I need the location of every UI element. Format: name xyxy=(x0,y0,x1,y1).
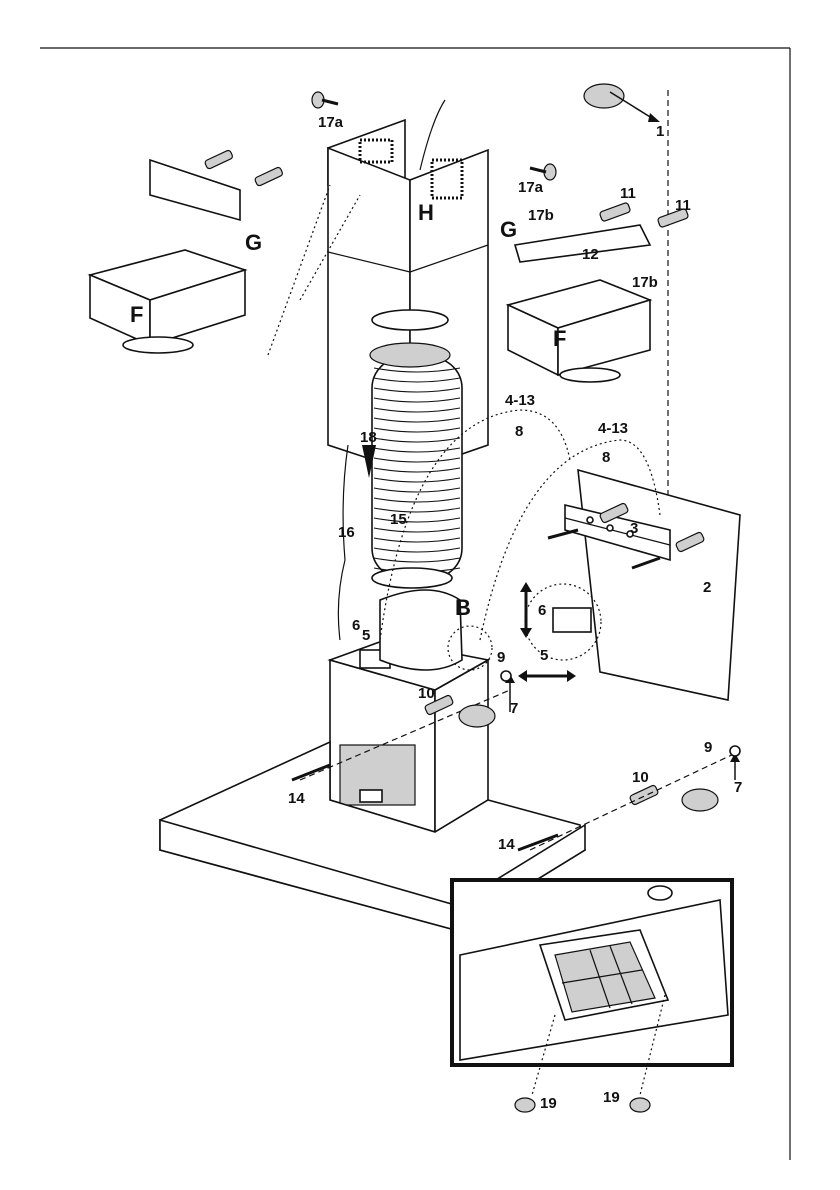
duct-rib xyxy=(373,557,461,563)
duct-rib xyxy=(373,487,461,493)
duct-rib xyxy=(373,467,461,473)
arc-4-13-left xyxy=(379,409,571,641)
label-5-right: 5 xyxy=(540,647,548,664)
label-F-right: F xyxy=(553,326,566,351)
label-17b-right: 17b xyxy=(632,274,658,291)
detail-box xyxy=(518,582,602,682)
label-6-right: 6 xyxy=(538,602,546,619)
label-F-left: F xyxy=(130,302,143,327)
duct-rib xyxy=(373,387,461,393)
duct-rib xyxy=(373,477,461,483)
duct-rib xyxy=(373,397,461,403)
label-19-left: 19 xyxy=(540,1095,557,1112)
label-8-left: 8 xyxy=(515,423,523,440)
duct-rib xyxy=(373,447,461,453)
label-17a-right: 17a xyxy=(518,179,544,196)
mounting-bracket xyxy=(564,503,671,562)
left-bracket-and-filter-box xyxy=(87,158,361,356)
label-9-left: 9 xyxy=(497,649,505,666)
duct-rib xyxy=(373,457,461,463)
duct-rib xyxy=(373,417,461,423)
duct-rib xyxy=(373,407,461,413)
label-H: H xyxy=(418,200,434,225)
label-5-left: 5 xyxy=(362,627,370,644)
label-17b-top: 17b xyxy=(528,207,554,224)
vent-slots-left xyxy=(358,138,394,164)
flexible-duct xyxy=(369,309,463,589)
duct-rib xyxy=(373,537,461,543)
hand-icons xyxy=(458,83,741,812)
arc-4-13-right xyxy=(479,439,661,641)
right-bracket-and-filter-box xyxy=(505,224,653,383)
vent-slots-right xyxy=(430,158,464,200)
label-G-left: G xyxy=(245,230,262,255)
label-12: 12 xyxy=(582,246,599,263)
label-2: 2 xyxy=(703,579,711,596)
label-10-right: 10 xyxy=(632,769,649,786)
label-3: 3 xyxy=(630,520,638,537)
underside-inset xyxy=(450,878,734,1113)
label-B: B xyxy=(455,595,471,620)
duct-rib xyxy=(373,527,461,533)
label-15: 15 xyxy=(390,511,407,528)
fixing-line-right xyxy=(529,751,739,851)
cable-16 xyxy=(337,444,349,641)
label-9-right: 9 xyxy=(704,739,712,756)
label-11-right: 11 xyxy=(675,197,691,214)
duct-rib xyxy=(373,517,461,523)
label-16: 16 xyxy=(338,524,355,541)
duct-rib xyxy=(373,377,461,383)
label-14-right: 14 xyxy=(498,836,515,853)
label-17a-left: 17a xyxy=(318,114,344,131)
duct-rib xyxy=(373,497,461,503)
duct-rib xyxy=(373,437,461,443)
duct-rib xyxy=(373,547,461,553)
label-4-13-right: 4-13 xyxy=(598,420,628,437)
label-6-left: 6 xyxy=(352,617,360,634)
arrow-18 xyxy=(362,445,376,478)
label-18: 18 xyxy=(360,429,377,446)
duct-rib xyxy=(373,367,461,373)
duct-rib xyxy=(373,507,461,513)
label-11-left: 11 xyxy=(620,185,636,202)
label-8-right: 8 xyxy=(602,449,610,466)
screws-17a xyxy=(311,91,557,181)
label-G-right: G xyxy=(500,217,517,242)
wall-plugs xyxy=(204,149,705,852)
label-4-13-left: 4-13 xyxy=(505,392,535,409)
label-7-left: 7 xyxy=(510,700,518,717)
duct-rib xyxy=(373,427,461,433)
label-1: 1 xyxy=(656,123,664,140)
label-14-left: 14 xyxy=(288,790,305,807)
label-19-right: 19 xyxy=(603,1089,620,1106)
label-10-left: 10 xyxy=(418,685,435,702)
label-7-right: 7 xyxy=(734,779,742,796)
